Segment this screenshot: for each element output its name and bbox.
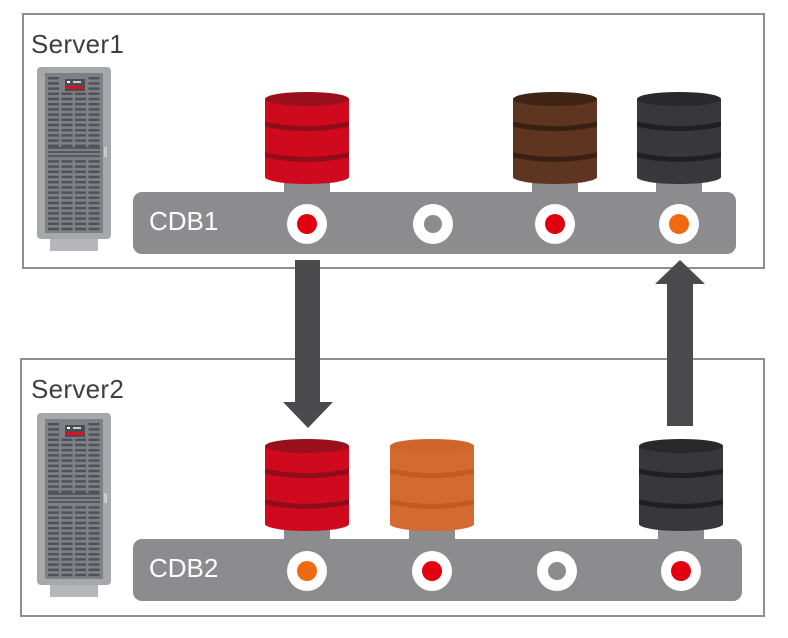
slot-dot [669,214,689,234]
pdb-slot [390,439,474,591]
empty-pdb-slot [537,551,577,591]
slot-dot [545,214,565,234]
slot-dot [297,561,317,581]
pdb-slot [637,92,721,244]
pdb-database-icon [265,92,349,194]
pdb-slot [639,439,723,591]
server-rack-icon [37,67,111,251]
pdb-database-icon [390,439,474,541]
server-rack-icon [37,413,111,597]
pdb-database-icon [639,439,723,541]
slot-dot [548,562,566,580]
pdb-slot [265,92,349,244]
pdb-database-icon [637,92,721,194]
pdb-slot [513,92,597,244]
slot-dot [422,561,442,581]
server1-label: Server1 [31,29,125,59]
pdb-database-icon [265,439,349,541]
cdb1-label: CDB1 [149,206,219,236]
cdb2-label: CDB2 [149,553,219,583]
empty-pdb-slot [413,204,453,244]
slot-dot [424,215,442,233]
pdb-database-icon [513,92,597,194]
pdb-slot [265,439,349,591]
server2-label: Server2 [31,374,125,404]
arrow-down-icon [283,260,333,428]
arrow-up-icon [655,260,705,426]
slot-dot [671,561,691,581]
slot-dot [297,214,317,234]
